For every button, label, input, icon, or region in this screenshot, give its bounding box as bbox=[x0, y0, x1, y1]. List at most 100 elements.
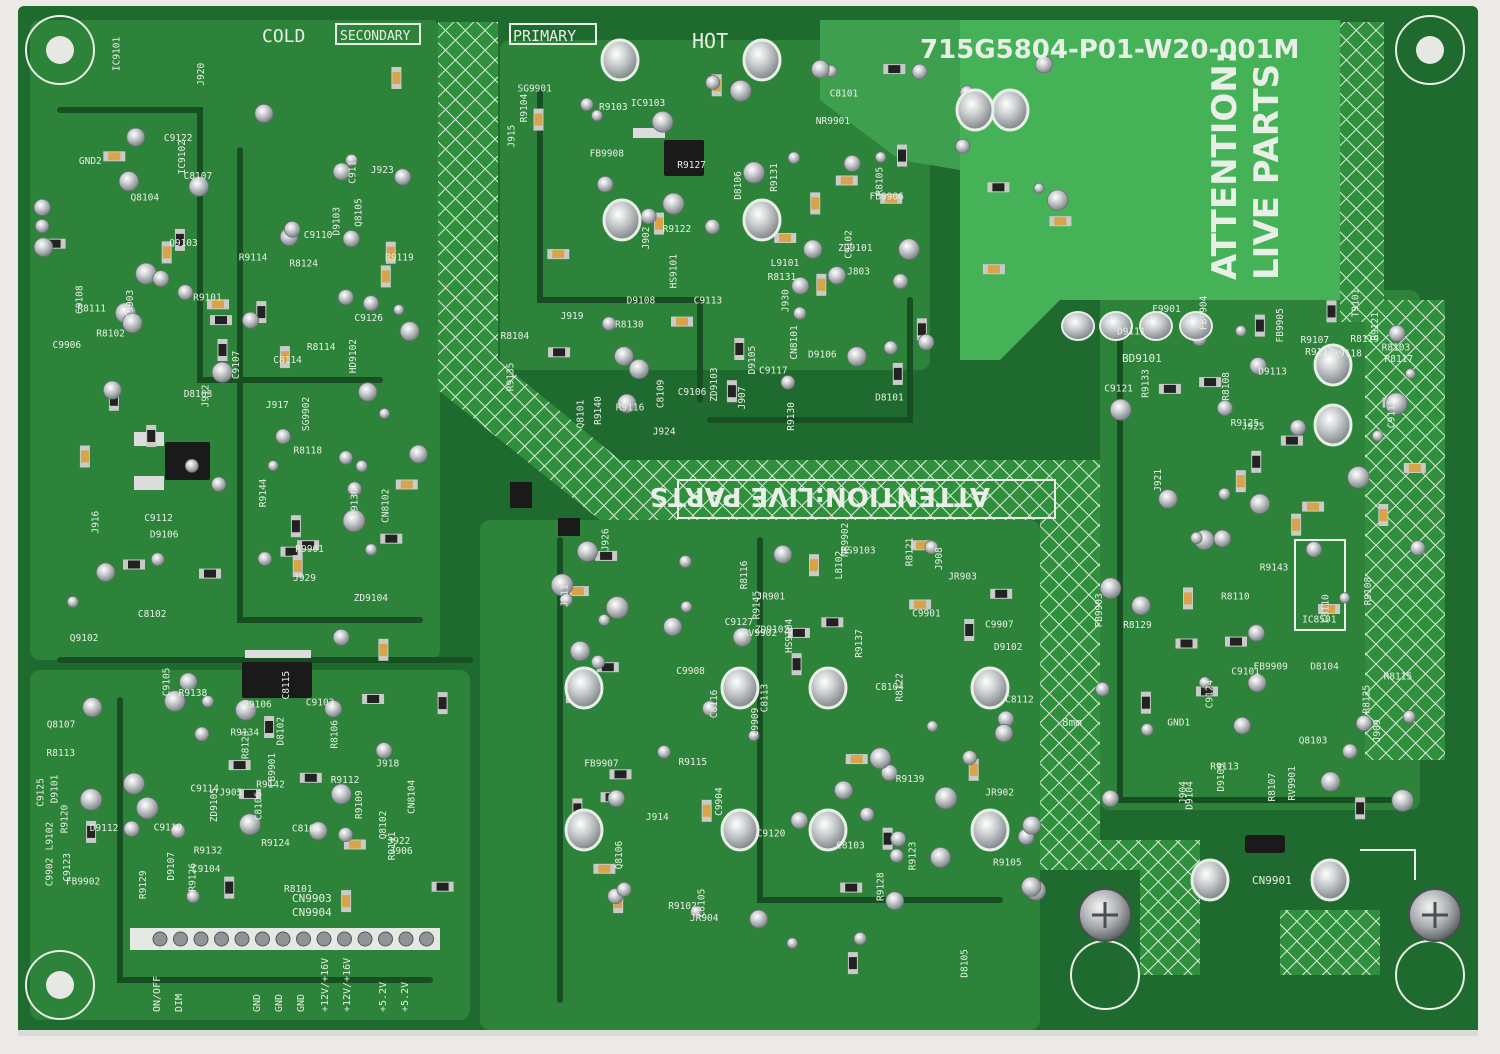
designator-label: R8116 bbox=[739, 560, 750, 589]
smd-component bbox=[1196, 686, 1218, 697]
designator-label: Q8102 bbox=[378, 811, 389, 840]
smd-component bbox=[431, 881, 454, 892]
solder-joint bbox=[337, 827, 353, 843]
solder-joint bbox=[241, 311, 259, 329]
designator-label: C9110 bbox=[304, 230, 333, 241]
large-pad bbox=[742, 38, 782, 82]
designator-label: C8113 bbox=[759, 684, 770, 713]
solder-joint bbox=[375, 742, 393, 759]
designator-label: NR9901 bbox=[816, 116, 851, 127]
designator-label: R9140 bbox=[593, 396, 604, 425]
designator-labels: CN8102CN8104CN8101FB9907FB9905C8102C8106… bbox=[35, 37, 1413, 978]
designator-label: R8107 bbox=[1267, 773, 1278, 802]
smd-component bbox=[566, 586, 589, 597]
solder-joint bbox=[1099, 577, 1122, 599]
designator-label: D9113 bbox=[1258, 366, 1287, 377]
solder-joint bbox=[1355, 714, 1373, 732]
designator-label: R9132 bbox=[194, 846, 223, 857]
designator-label: R9139 bbox=[896, 774, 925, 785]
designator-label: R9106 bbox=[243, 700, 272, 711]
designator-label: FB9902 bbox=[66, 876, 100, 887]
smd-component bbox=[701, 799, 712, 822]
designator-label: R9104 bbox=[519, 94, 530, 123]
designator-label: FB9906 bbox=[870, 192, 905, 203]
solder-joint bbox=[791, 276, 810, 295]
solder-joint bbox=[275, 428, 291, 445]
designator-label: R9134 bbox=[231, 727, 260, 738]
designator-label: FB9903 bbox=[1094, 593, 1105, 627]
solder-joint bbox=[680, 600, 693, 613]
smd-component bbox=[791, 653, 802, 676]
solder-joint bbox=[82, 697, 103, 718]
solder-joint bbox=[1347, 466, 1370, 489]
large-pad bbox=[1313, 343, 1353, 387]
smd-component bbox=[362, 694, 385, 704]
designator-label: J904 bbox=[1178, 781, 1189, 804]
zone-hot: HOT bbox=[692, 29, 728, 53]
designator-label: R8103 bbox=[1382, 343, 1411, 354]
designator-label: IC9102 bbox=[177, 140, 188, 174]
smd-component bbox=[79, 445, 90, 468]
smd-component bbox=[847, 952, 858, 975]
solder-joint bbox=[846, 346, 867, 367]
smd-component bbox=[596, 662, 619, 673]
designator-label: C9103 bbox=[306, 698, 335, 709]
designator-label: D8105 bbox=[960, 949, 971, 978]
smd-component bbox=[292, 555, 303, 578]
smd-component bbox=[1302, 501, 1325, 512]
solder-joint bbox=[598, 613, 611, 626]
solder-joint bbox=[1213, 529, 1232, 548]
large-pad bbox=[808, 666, 848, 710]
solder-joint bbox=[885, 891, 904, 911]
smd-component bbox=[880, 193, 903, 204]
smd-component bbox=[1140, 691, 1151, 714]
designator-label: R9123 bbox=[907, 842, 918, 871]
smd-component bbox=[217, 339, 228, 361]
zone-secondary: SECONDARY bbox=[340, 29, 411, 44]
designator-label: HS9104 bbox=[784, 618, 795, 653]
large-pad bbox=[720, 666, 760, 710]
designator-label: J925 bbox=[1242, 421, 1265, 432]
designator-label: IC9103 bbox=[631, 98, 665, 109]
designator-label: C9908 bbox=[676, 666, 705, 677]
designator-label: R9128 bbox=[876, 872, 887, 901]
smd-component bbox=[982, 264, 1005, 275]
solder-joint bbox=[347, 481, 362, 497]
designator-label: C9102 bbox=[844, 230, 855, 259]
designator-label: RV9901 bbox=[1287, 766, 1298, 801]
designator-label: R9103 bbox=[599, 102, 628, 113]
designator-label: J902 bbox=[641, 227, 652, 250]
screws bbox=[1078, 888, 1462, 942]
header-pin bbox=[255, 931, 270, 947]
designator-label: C8115 bbox=[281, 671, 292, 700]
solder-joint bbox=[911, 63, 928, 80]
designator-label: R9125 bbox=[1231, 418, 1260, 429]
solder-joint bbox=[194, 726, 210, 742]
smd-component bbox=[1291, 513, 1302, 536]
designator-label: C8114 bbox=[273, 355, 302, 366]
designator-label: D8102 bbox=[276, 717, 287, 746]
designator-label: R9126 bbox=[188, 863, 199, 892]
solder-joint bbox=[859, 807, 875, 822]
smd-component bbox=[911, 540, 934, 551]
designator-label: D9103 bbox=[332, 207, 343, 236]
pin-label: +5.2V bbox=[378, 982, 389, 1012]
designator-label: R9142 bbox=[256, 779, 285, 790]
solder-joint bbox=[1388, 324, 1406, 342]
solder-joint bbox=[1235, 325, 1247, 337]
designator-label: ZD9105 bbox=[209, 788, 220, 822]
designator-label: C9903 bbox=[125, 290, 136, 319]
smd-component bbox=[787, 627, 810, 638]
solder-joint bbox=[188, 176, 210, 197]
solder-joint bbox=[102, 380, 122, 400]
solder-joint bbox=[690, 905, 703, 918]
smd-component bbox=[256, 301, 267, 324]
smd-component bbox=[595, 550, 618, 561]
designator-label: D9112 bbox=[90, 823, 119, 834]
large-pad bbox=[564, 666, 604, 710]
solder-joint bbox=[177, 284, 194, 301]
header-pin bbox=[234, 931, 250, 947]
smd-component bbox=[264, 716, 275, 738]
